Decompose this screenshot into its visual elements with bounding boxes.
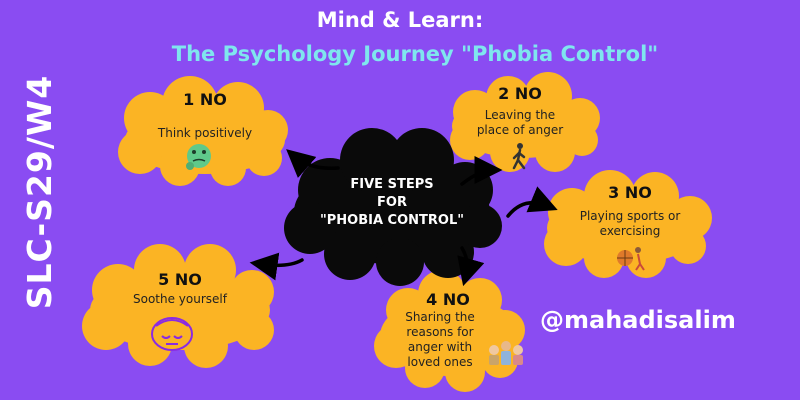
step-2-line-2: place of anger bbox=[476, 123, 564, 137]
step-4-cloud bbox=[374, 270, 525, 392]
thinking-face-icon bbox=[186, 144, 211, 170]
step-4-number: 4 NO bbox=[426, 290, 470, 309]
arrow-to-step-4 bbox=[457, 246, 485, 287]
step-4-line-2: reasons for bbox=[406, 325, 474, 339]
step-4-text: Sharing the reasons for anger with loved… bbox=[390, 310, 490, 370]
center-line-1: FIVE STEPS bbox=[350, 177, 434, 192]
center-line-2: FOR bbox=[377, 195, 407, 210]
connector-arrows bbox=[249, 149, 558, 287]
family-icon bbox=[489, 341, 523, 365]
step-2-line-1: Leaving the bbox=[484, 108, 556, 122]
step-5-number: 5 NO bbox=[158, 270, 202, 289]
step-3-number: 3 NO bbox=[608, 183, 652, 202]
center-title: FIVE STEPS FOR "PHOBIA CONTROL" bbox=[292, 176, 492, 230]
author-handle: @mahadisalim bbox=[540, 306, 736, 334]
step-3-cloud bbox=[544, 170, 712, 278]
arrow-to-step-1 bbox=[286, 149, 340, 179]
page-title: Mind & Learn: bbox=[316, 8, 484, 32]
step-4-line-4: loved ones bbox=[407, 355, 473, 369]
step-1-text: Think positively bbox=[157, 126, 253, 140]
step-3-line-2: exercising bbox=[599, 224, 661, 238]
step-1-cloud bbox=[118, 76, 288, 186]
step-1-number: 1 NO bbox=[183, 90, 227, 109]
arrow-to-step-2 bbox=[460, 156, 503, 186]
arrow-to-step-5 bbox=[249, 252, 304, 281]
step-2-text: Leaving the place of anger bbox=[455, 108, 585, 138]
side-label: SLC-S29/W4 bbox=[20, 74, 59, 310]
step-4-line-1: Sharing the bbox=[405, 310, 475, 324]
step-5-cloud bbox=[82, 244, 274, 368]
center-line-3: "PHOBIA CONTROL" bbox=[319, 213, 465, 228]
step-3-line-1: Playing sports or bbox=[579, 209, 681, 223]
walking-person-icon bbox=[512, 143, 526, 170]
step-2-number: 2 NO bbox=[498, 84, 542, 103]
sleeping-face-icon bbox=[151, 317, 193, 351]
step-4-line-3: anger with bbox=[407, 340, 473, 354]
page-subtitle: The Psychology Journey "Phobia Control" bbox=[171, 42, 659, 66]
arrow-to-step-3 bbox=[506, 186, 558, 218]
step-3-text: Playing sports or exercising bbox=[560, 209, 700, 239]
step-5-text: Soothe yourself bbox=[133, 292, 227, 306]
basketball-player-icon bbox=[617, 247, 645, 271]
